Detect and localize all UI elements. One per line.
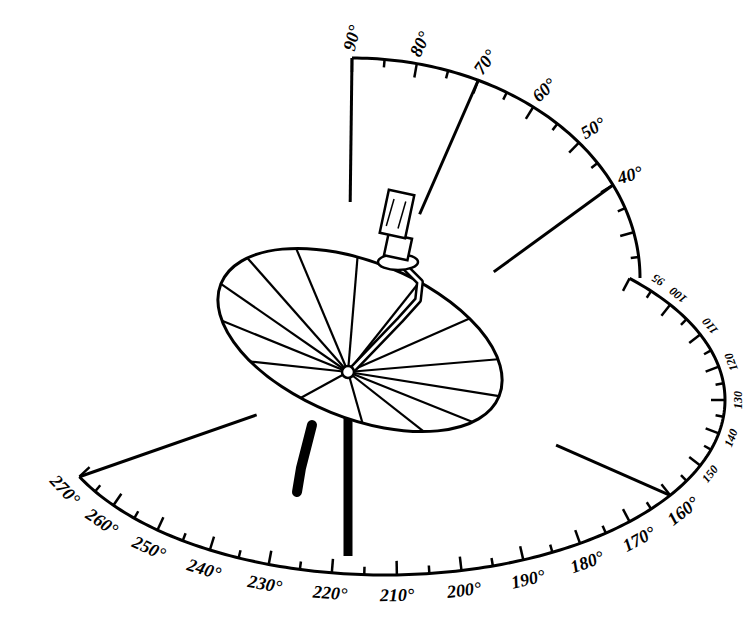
azimuth-tick <box>363 567 366 575</box>
radial-line <box>350 58 352 202</box>
azimuth-tick <box>492 558 493 566</box>
hub <box>342 366 354 378</box>
elevation-tick <box>383 59 386 67</box>
dish-rib <box>247 258 348 372</box>
azimuth-tick <box>428 566 431 574</box>
dish-rib <box>348 372 362 423</box>
scale-label: 190° <box>509 567 546 592</box>
elevation-tick <box>526 107 533 119</box>
scale-label: 240° <box>185 555 223 582</box>
feed-detail <box>386 199 394 227</box>
scale-label: 260° <box>83 505 121 539</box>
elevation-tick <box>569 143 579 153</box>
azimuth-tick <box>689 457 700 466</box>
scales <box>79 58 725 575</box>
azimuth-tick <box>716 383 724 384</box>
satellite-dish <box>192 190 529 556</box>
dish-rib <box>348 372 499 396</box>
azimuth-tick <box>623 509 630 521</box>
scale-label: 250° <box>130 533 169 564</box>
scale-label: 90° <box>340 23 364 52</box>
elevation-tick <box>414 64 416 78</box>
azimuth-tick <box>395 561 398 575</box>
azimuth-tick <box>603 526 606 533</box>
handle <box>297 425 312 492</box>
scale-label: 120 <box>722 351 740 372</box>
dish-rib <box>348 372 473 422</box>
dish-rib <box>301 372 348 398</box>
azimuth-tick <box>210 537 214 550</box>
azimuth-tick <box>647 502 651 509</box>
azimuth-tick <box>681 319 687 325</box>
scale-label: 40° <box>615 162 644 186</box>
scale-label: 200° <box>446 579 482 601</box>
scale-label: 50° <box>577 114 608 142</box>
elevation-tick <box>591 163 597 168</box>
azimuth-tick <box>332 559 333 573</box>
feed-detail <box>398 201 406 229</box>
azimuth-tick <box>706 367 719 372</box>
azimuth-tick <box>157 517 163 530</box>
azimuth-tick <box>716 415 724 416</box>
azimuth-tick <box>647 291 651 298</box>
azimuth-tick <box>269 551 272 565</box>
elevation-tick <box>618 208 625 211</box>
azimuth-tick <box>550 545 552 553</box>
scale-label: 180° <box>568 548 606 577</box>
dish-rib <box>348 257 358 372</box>
scale-label: 100 <box>667 284 689 305</box>
dish-ribs <box>221 248 499 431</box>
scale-label: 210° <box>380 586 415 605</box>
scale-label: 130 <box>732 391 744 409</box>
scale-label: 270° <box>47 472 84 509</box>
dish-rib <box>348 372 424 432</box>
dish-rib <box>296 248 348 372</box>
scale-label: 95 <box>650 272 667 289</box>
azimuth-tick <box>460 557 462 571</box>
elevation-tick <box>620 232 633 236</box>
radial-line <box>494 185 613 272</box>
radial-line <box>556 445 670 495</box>
radial-line <box>79 415 256 477</box>
azimuth-tick <box>113 494 121 506</box>
elevation-tick <box>553 124 558 130</box>
feed-arm-inner <box>350 266 420 372</box>
azimuth-tick <box>575 530 580 543</box>
scale-label: 80° <box>407 29 434 59</box>
azimuth-tick <box>520 546 523 560</box>
scale-label: 220° <box>312 582 348 603</box>
scale-label: 110 <box>700 316 720 337</box>
azimuth-tick <box>183 533 186 540</box>
azimuth-tick <box>704 350 711 354</box>
dish-rim <box>192 211 529 468</box>
scale-label: 140 <box>722 427 740 448</box>
azimuth-tick <box>711 399 725 402</box>
scale-label: 170° <box>620 523 659 555</box>
elevation-tick <box>631 257 639 258</box>
scale-label: 70° <box>471 46 500 77</box>
dish-rib <box>348 359 498 372</box>
azimuth-tick <box>681 475 687 481</box>
scale-label: 150 <box>700 463 721 485</box>
azimuth-tick <box>95 485 100 491</box>
radial-line <box>420 80 479 214</box>
elevation-tick <box>446 71 448 79</box>
azimuth-tick <box>661 305 670 316</box>
elevation-tick <box>503 92 507 99</box>
azimuth-tick <box>623 278 630 290</box>
azimuth-tick <box>704 446 711 450</box>
azimuth-tick <box>134 511 138 518</box>
azimuth-tick <box>239 550 241 558</box>
scale-label: 60° <box>528 75 559 105</box>
scale-label: 230° <box>247 572 284 596</box>
scale-label: 160° <box>664 493 702 528</box>
azimuth-tick <box>300 561 301 569</box>
feed-horn <box>380 190 415 238</box>
azimuth-tick <box>706 428 719 433</box>
elevation-arc <box>352 58 640 278</box>
feed-arm <box>350 266 420 372</box>
azimuth-tick <box>689 334 700 343</box>
